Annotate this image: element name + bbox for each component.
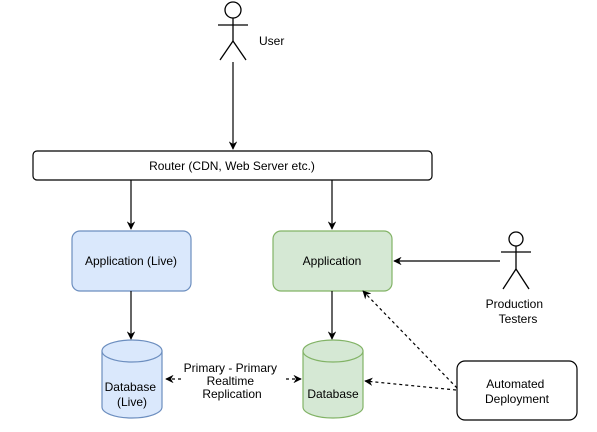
edge-deployment-to-database bbox=[364, 377, 457, 391]
database-live-label-line1: Database bbox=[105, 380, 157, 394]
user-actor bbox=[218, 1, 248, 61]
automated-deployment-label: Automated Deployment bbox=[485, 377, 550, 406]
edge-deployment-to-application bbox=[362, 290, 458, 389]
database-live-label-line2: (Live) bbox=[117, 395, 147, 409]
database-live-cylinder bbox=[101, 339, 163, 419]
router-box bbox=[32, 150, 433, 181]
replication-label-bg bbox=[183, 360, 283, 402]
application-label: Application bbox=[303, 254, 362, 268]
automated-deployment-label-line1: Automated bbox=[486, 377, 544, 391]
production-testers-label-line1: Production bbox=[486, 297, 543, 311]
replication-label-line2: Realtime bbox=[207, 374, 255, 388]
automated-deployment-box bbox=[456, 360, 578, 421]
user-label: User bbox=[259, 34, 284, 48]
production-testers-label: Production Testers bbox=[486, 297, 547, 326]
application-live-label: Application (Live) bbox=[85, 254, 177, 268]
database-live-label: Database (Live) bbox=[105, 380, 160, 409]
production-testers-actor bbox=[501, 231, 531, 290]
database-cylinder bbox=[302, 339, 364, 419]
replication-label: Primary - Primary Realtime Replication bbox=[184, 361, 281, 401]
replication-label-line1: Primary - Primary bbox=[184, 361, 277, 375]
database-label: Database bbox=[307, 387, 359, 401]
production-testers-label-line2: Testers bbox=[499, 312, 538, 326]
replication-label-line3: Replication bbox=[202, 387, 261, 401]
router-label: Router (CDN, Web Server etc.) bbox=[149, 159, 315, 173]
automated-deployment-label-line2: Deployment bbox=[485, 392, 550, 406]
